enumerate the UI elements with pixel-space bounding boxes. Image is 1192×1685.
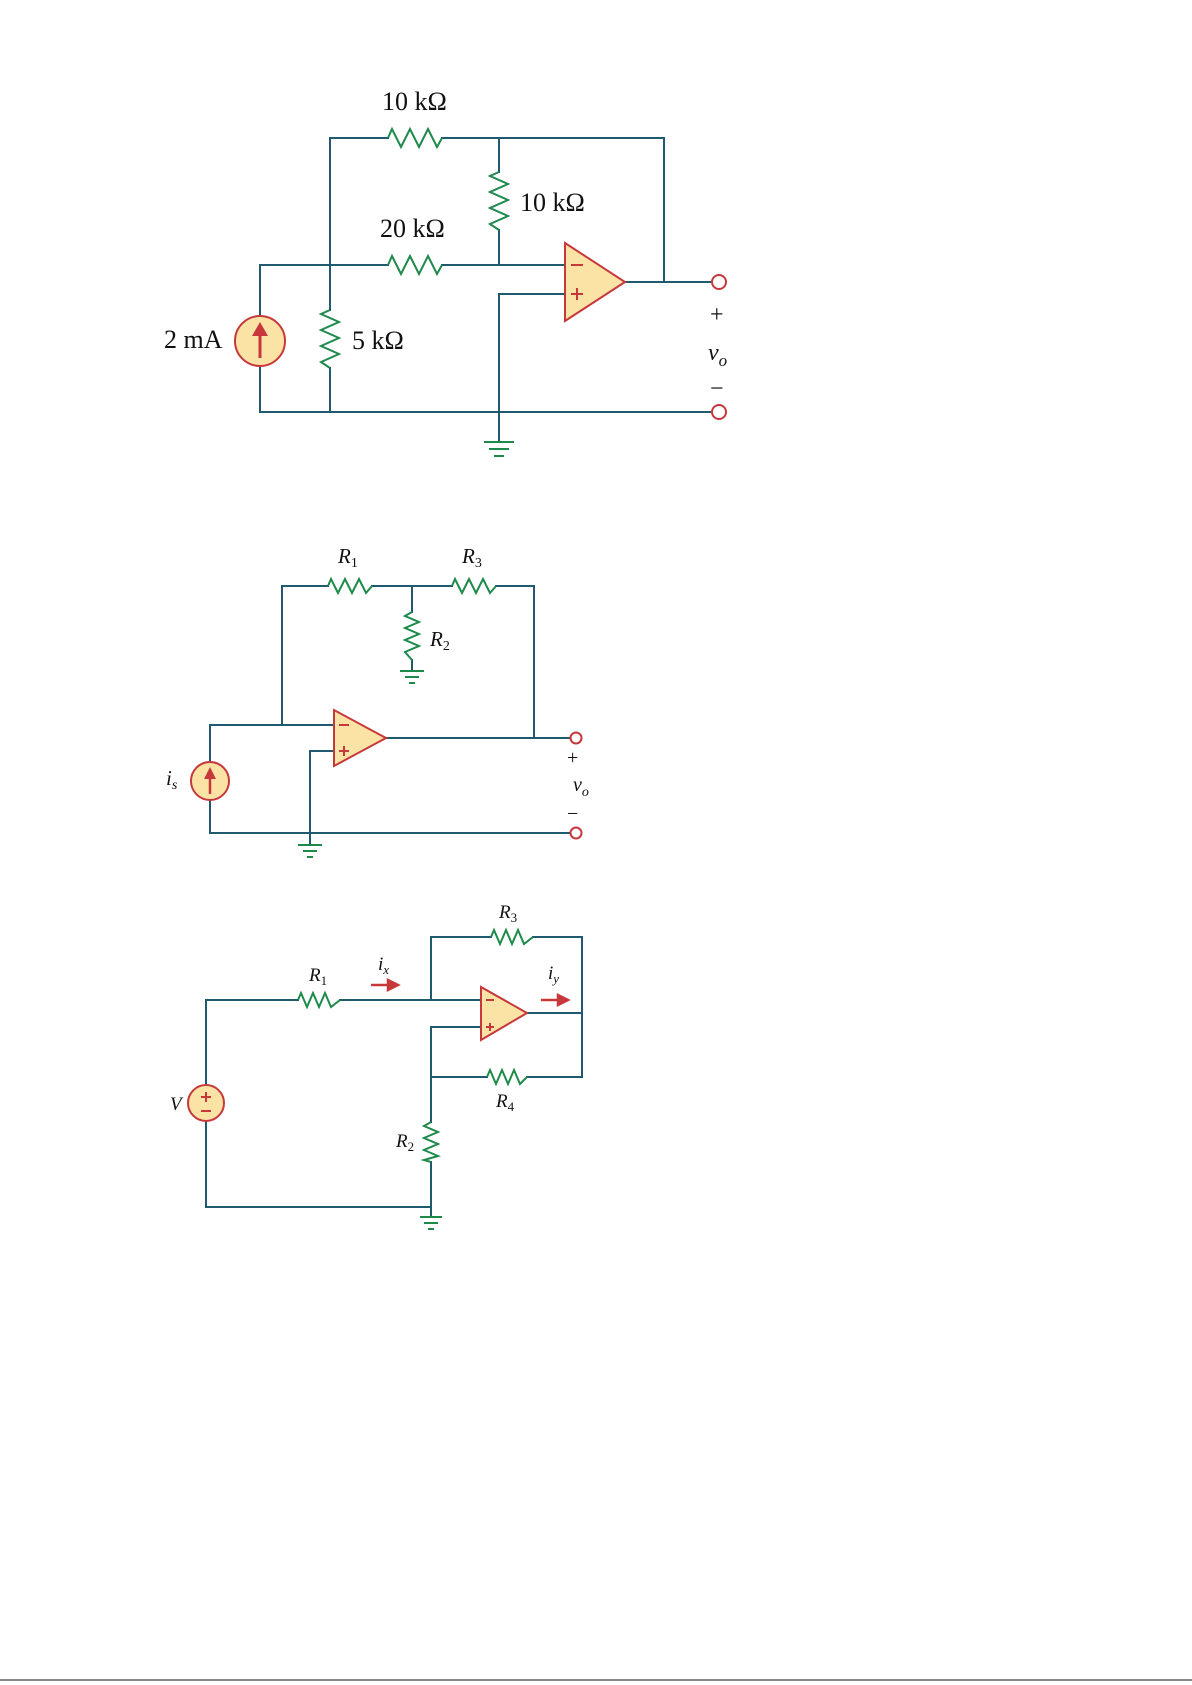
resistor-r1-c3 <box>298 993 340 1007</box>
ground-symbol-1 <box>484 442 514 456</box>
output-terminal-negative-c2 <box>571 828 582 839</box>
label-output-plus: + <box>710 302 724 328</box>
resistor-middle-20k <box>388 256 442 274</box>
ground-symbol-3 <box>420 1217 442 1229</box>
circuit-2-wires <box>210 586 570 845</box>
circuit-2: R1 R3 R2 is + vo − <box>166 544 589 857</box>
label-r2-c2: R2 <box>429 627 450 654</box>
label-output-vo: vo <box>708 340 727 370</box>
current-arrow-iy <box>541 995 568 1005</box>
label-output-minus-c2: − <box>567 803 578 825</box>
label-source-v: V <box>170 1094 184 1115</box>
label-source-2ma: 2 mA <box>164 325 223 354</box>
circuit-3: R1 R3 R4 R2 ix iy V <box>170 902 582 1229</box>
resistor-shunt-5k <box>321 310 339 368</box>
resistor-r2-c3 <box>424 1122 438 1162</box>
label-source-is: is <box>166 766 178 793</box>
label-r1-c3: R1 <box>308 965 327 988</box>
label-r-shunt-5k: 5 kΩ <box>352 326 404 355</box>
output-terminal-positive <box>712 275 726 289</box>
label-r1-c2: R1 <box>337 544 358 571</box>
output-terminal-positive-c2 <box>571 733 582 744</box>
resistor-vertical-10k <box>490 172 508 230</box>
resistor-r3-c3 <box>491 930 533 944</box>
label-r-middle-20k: 20 kΩ <box>380 214 445 243</box>
resistor-r4-c3 <box>487 1070 527 1084</box>
resistor-top-10k <box>388 129 442 147</box>
label-r4-c3: R4 <box>495 1091 515 1114</box>
op-amp-1 <box>565 243 625 321</box>
label-output-plus-c2: + <box>567 747 578 769</box>
label-r-vertical-10k: 10 kΩ <box>520 188 585 217</box>
circuit-1: 10 kΩ 10 kΩ 20 kΩ 5 kΩ 2 mA + vo − <box>164 87 727 456</box>
label-r-top-10k: 10 kΩ <box>382 87 447 116</box>
label-output-vo-c2: vo <box>573 774 589 800</box>
voltage-source-v <box>188 1085 224 1121</box>
resistor-r1-c2 <box>328 579 372 593</box>
label-r3-c2: R3 <box>461 544 482 571</box>
op-amp-2 <box>334 710 386 766</box>
label-iy: iy <box>548 963 559 986</box>
ground-symbol-r2 <box>400 671 424 683</box>
ground-symbol-2 <box>298 845 322 857</box>
op-amp-3 <box>481 987 527 1040</box>
current-source-2ma <box>235 316 285 366</box>
resistor-r3-c2 <box>452 579 496 593</box>
current-source-is <box>191 762 229 800</box>
label-ix: ix <box>378 954 389 977</box>
current-arrow-ix <box>371 980 398 990</box>
circuit-1-wires <box>260 138 712 442</box>
output-terminal-negative <box>712 405 726 419</box>
resistor-r2-c2 <box>405 612 419 660</box>
label-output-minus: − <box>710 376 724 402</box>
label-r2-c3: R2 <box>395 1131 414 1154</box>
label-r3-c3: R3 <box>498 902 517 925</box>
